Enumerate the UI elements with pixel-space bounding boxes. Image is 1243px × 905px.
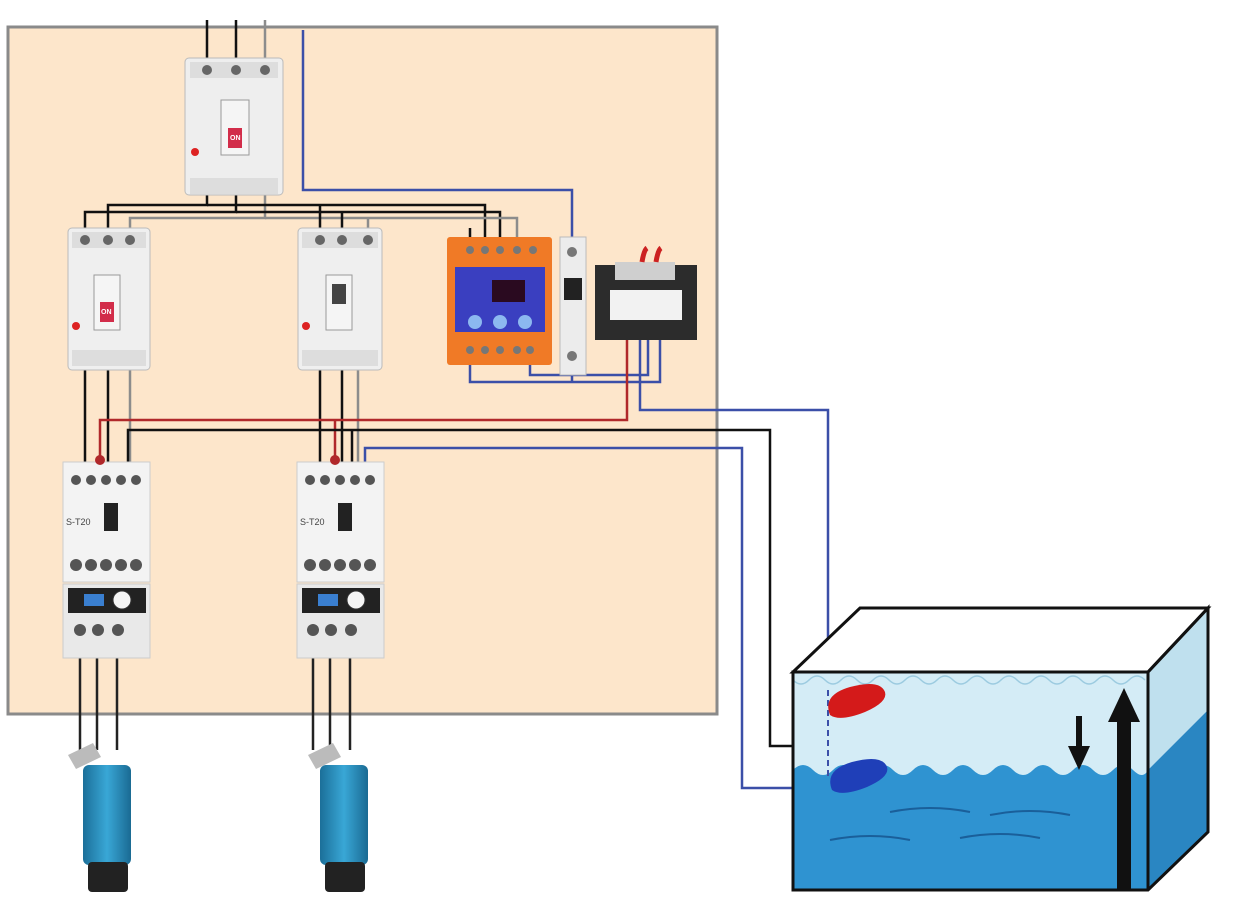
miniature-circuit-breaker xyxy=(559,236,587,376)
submersible-pump-icon xyxy=(68,743,131,892)
svg-text:ON: ON xyxy=(101,309,112,316)
circuit-breaker-2 xyxy=(297,227,383,371)
contactor-2: S-T20 xyxy=(296,455,385,583)
breaker-toggle[interactable] xyxy=(100,302,114,322)
control-transformer xyxy=(595,245,697,340)
breaker-toggle[interactable] xyxy=(332,284,346,304)
main-circuit-breaker: ON xyxy=(184,57,284,196)
arrow-up-icon xyxy=(1108,688,1140,890)
circuit-breaker-1: ON xyxy=(67,227,151,371)
overload-relay-1 xyxy=(62,583,151,659)
blue-float-switch-icon xyxy=(830,758,888,793)
phase-protection-relay xyxy=(447,237,552,365)
water-tank xyxy=(789,604,1212,892)
arrow-down-icon xyxy=(1068,716,1090,770)
breaker-toggle[interactable] xyxy=(228,128,242,148)
wiring xyxy=(78,20,832,790)
contactor-1: S-T20 xyxy=(62,455,151,583)
red-float-switch-icon xyxy=(828,683,886,718)
svg-text:S-T20: S-T20 xyxy=(66,517,91,527)
submersible-pump-icon xyxy=(308,743,368,892)
svg-text:S-T20: S-T20 xyxy=(300,517,325,527)
overload-relay-2 xyxy=(296,583,385,659)
svg-text:ON: ON xyxy=(230,135,241,142)
